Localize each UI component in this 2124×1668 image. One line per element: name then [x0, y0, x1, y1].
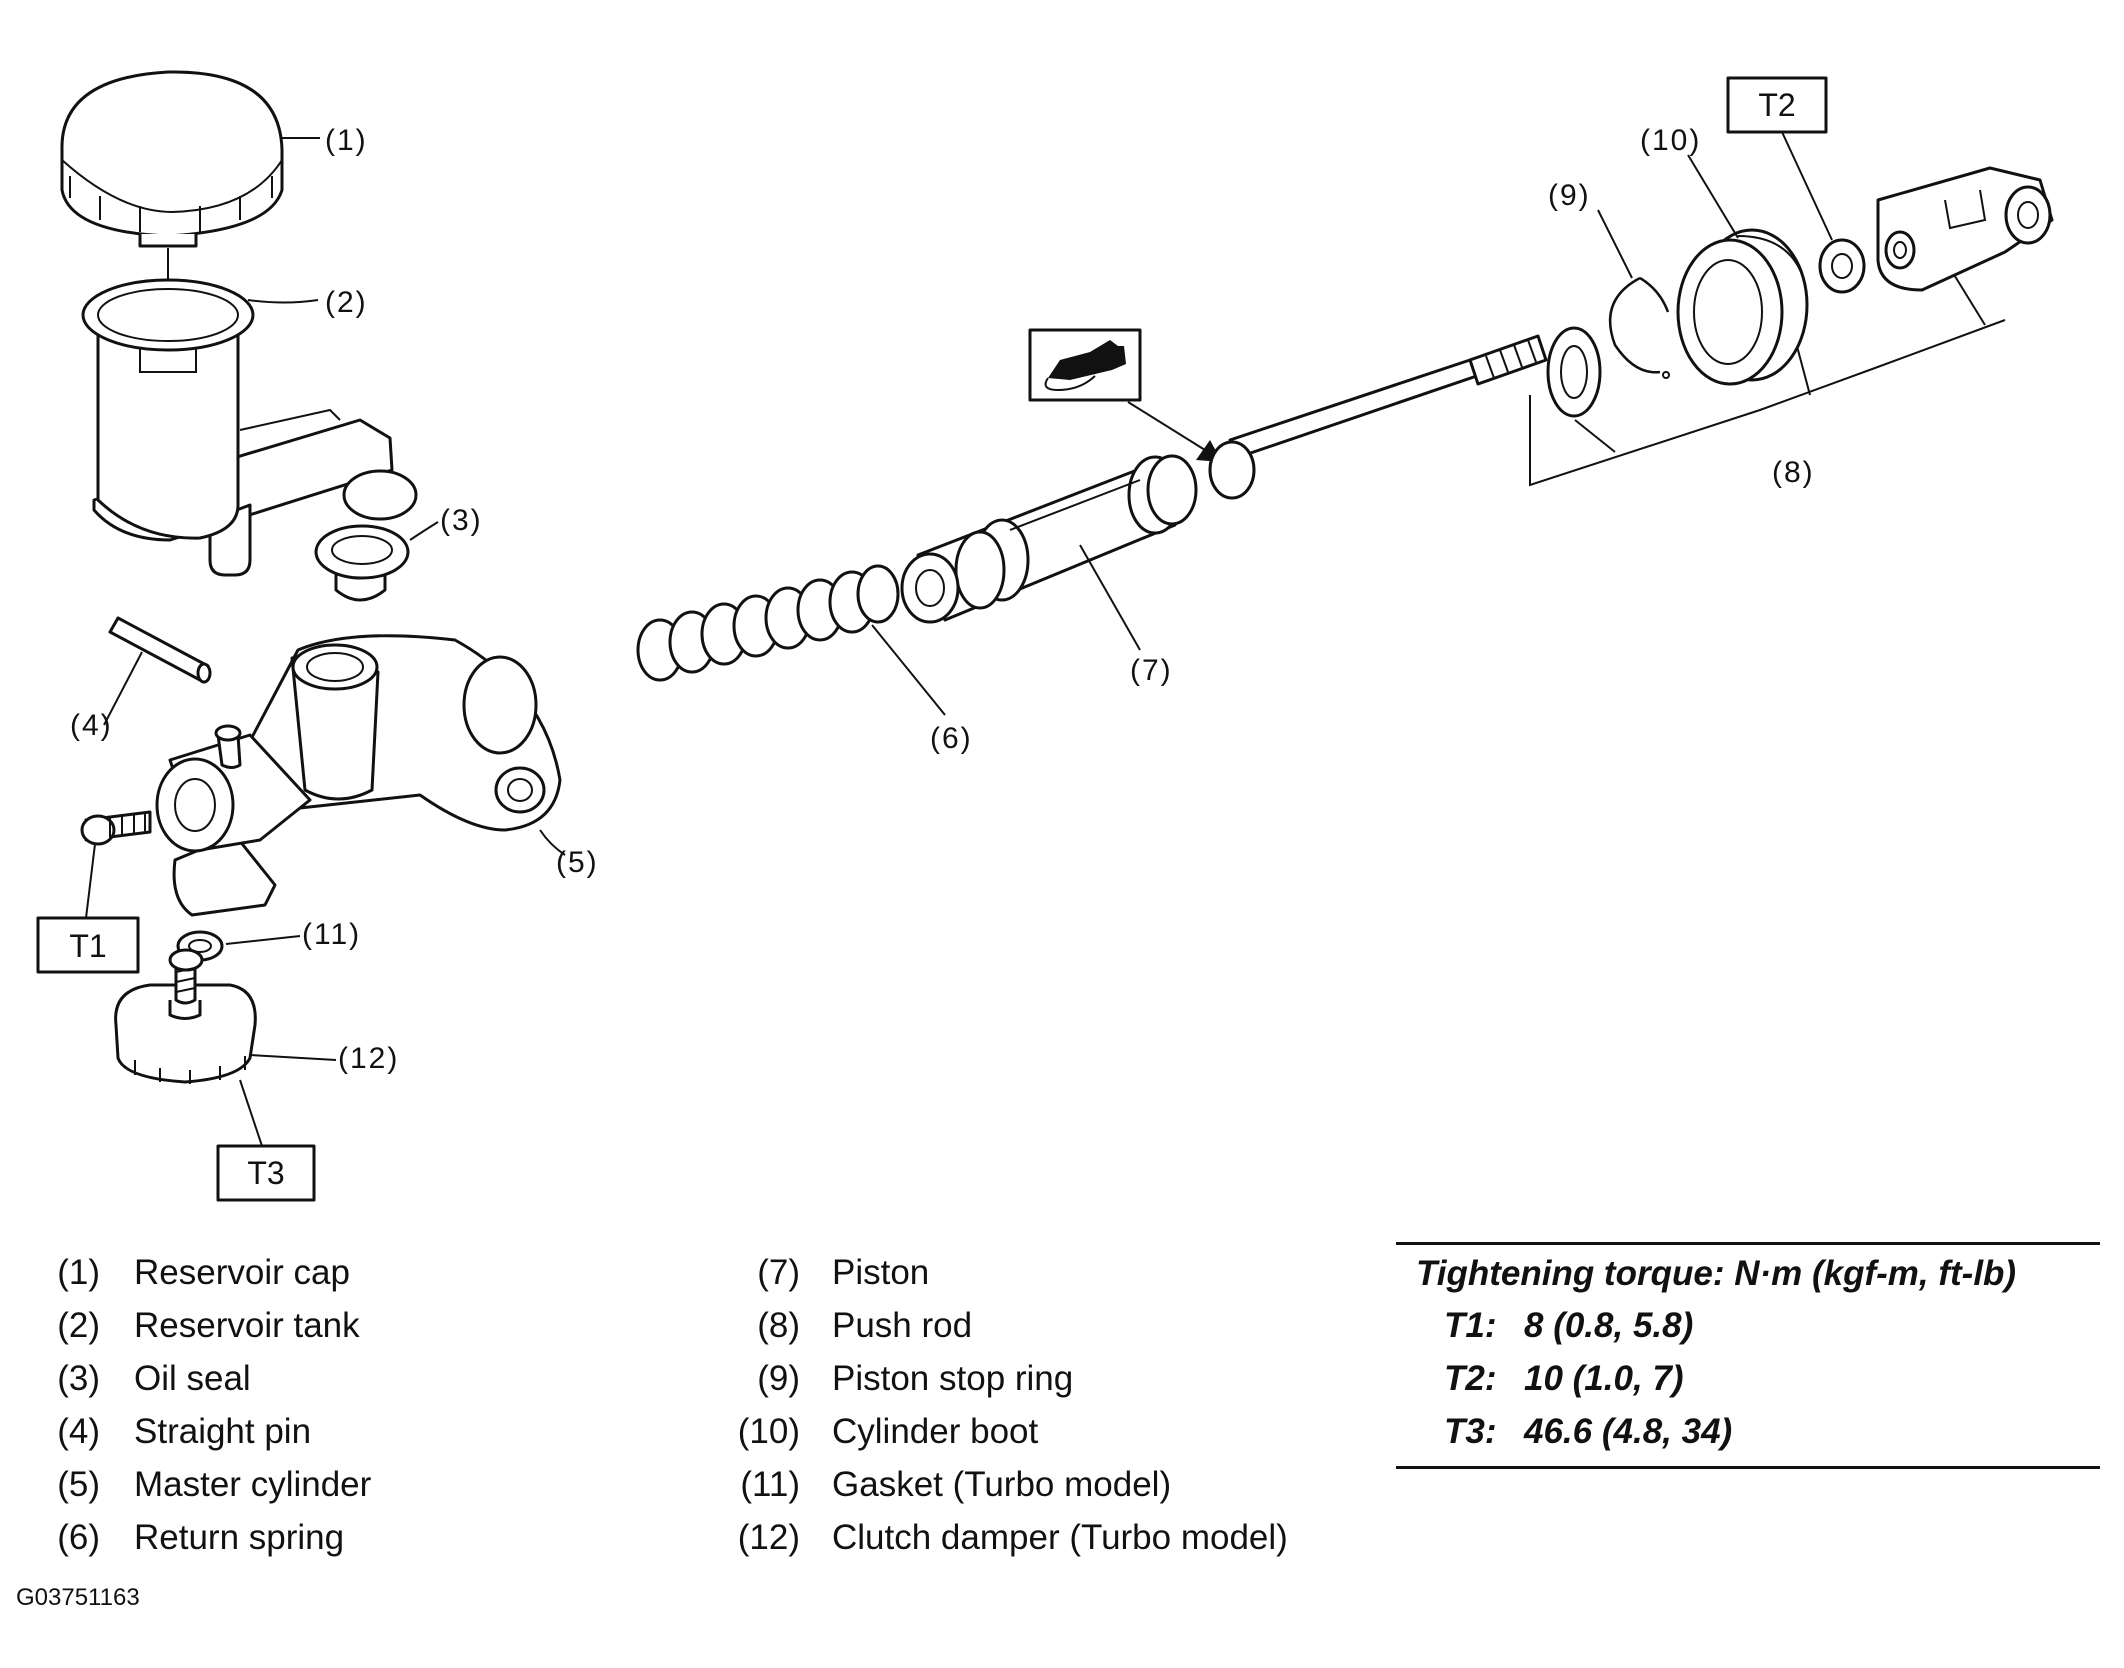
reservoir-cap	[60, 70, 284, 248]
torque-row: T1: 8 (0.8, 5.8)	[1396, 1299, 2100, 1352]
legend-row: (3) Oil seal	[52, 1352, 371, 1405]
cylinder-boot	[1676, 228, 1809, 386]
t1-tag	[36, 916, 140, 974]
legend-number: (1)	[57, 1253, 100, 1292]
torque-row: T3: 46.6 (4.8, 34)	[1396, 1405, 2100, 1458]
callout-7: (7)	[1130, 654, 1173, 687]
legend-row: (12) Clutch damper (Turbo model)	[730, 1511, 1288, 1564]
parts-legend-left: (1) Reservoir cap (2) Reservoir tank (3) Oi…	[52, 1246, 371, 1564]
legend-number: (2)	[57, 1306, 100, 1345]
torque-tag-t2: T2	[1758, 87, 1795, 123]
legend-row: (2) Reservoir tank	[52, 1299, 371, 1352]
callout-11: (11)	[302, 918, 361, 951]
legend-part-name: Piston	[832, 1253, 930, 1292]
callout-4: (4)	[70, 709, 113, 742]
legend-number: (9)	[757, 1359, 800, 1398]
callout-3: (3)	[440, 504, 483, 537]
t3-tag	[216, 1144, 316, 1202]
legend-part-name: Straight pin	[134, 1412, 312, 1451]
callout-9: (9)	[1548, 179, 1591, 212]
legend-number: (5)	[57, 1465, 100, 1504]
grease-gun-icon	[1028, 328, 1142, 402]
lock-nut	[1818, 238, 1866, 294]
torque-value: 10 (1.0, 7)	[1524, 1359, 1684, 1398]
legend-part-name: Oil seal	[134, 1359, 251, 1398]
reservoir-tank	[81, 278, 418, 577]
master-cylinder	[155, 634, 562, 917]
legend-row: (11) Gasket (Turbo model)	[730, 1458, 1288, 1511]
callout-8: (8)	[1772, 456, 1815, 489]
parts-legend-right: (7) Piston (8) Push rod (9) Piston stop rin…	[730, 1246, 1288, 1564]
legend-row: (10) Cylinder boot	[730, 1405, 1288, 1458]
torque-value: 8 (0.8, 5.8)	[1524, 1306, 1694, 1345]
callout-1: (1)	[325, 124, 368, 157]
legend-row: (9) Piston stop ring	[730, 1352, 1288, 1405]
torque-key: T2:	[1444, 1359, 1497, 1398]
callout-6: (6)	[930, 722, 973, 755]
t2-tag	[1726, 76, 1828, 134]
legend-number: (8)	[757, 1306, 800, 1345]
clutch-damper	[114, 948, 257, 1084]
legend-part-name: Clutch damper (Turbo model)	[832, 1518, 1288, 1557]
legend-number: (3)	[57, 1359, 100, 1398]
legend-part-name: Gasket (Turbo model)	[832, 1465, 1172, 1504]
torque-table: Tightening torque: N·m (kgf-m, ft-lb) T1…	[1396, 1242, 2100, 1469]
push-rod	[1208, 326, 1602, 500]
legend-row: (5) Master cylinder	[52, 1458, 371, 1511]
torque-table-title: Tightening torque: N·m (kgf-m, ft-lb)	[1416, 1254, 2017, 1293]
legend-number: (7)	[757, 1253, 800, 1292]
legend-row: (7) Piston	[730, 1246, 1288, 1299]
torque-row: T2: 10 (1.0, 7)	[1396, 1352, 2100, 1405]
legend-part-name: Reservoir cap	[134, 1253, 350, 1292]
legend-part-name: Return spring	[134, 1518, 345, 1557]
legend-number: (12)	[737, 1518, 800, 1557]
clevis	[1876, 166, 2054, 292]
legend-part-name: Reservoir tank	[134, 1306, 360, 1345]
legend-number: (11)	[740, 1465, 800, 1504]
legend-part-name: Master cylinder	[134, 1465, 372, 1504]
return-spring	[636, 564, 900, 682]
straight-pin	[108, 616, 212, 684]
callout-2: (2)	[325, 286, 368, 319]
bolt	[80, 810, 152, 846]
torque-tag-t1: T1	[69, 928, 106, 964]
legend-row: (4) Straight pin	[52, 1405, 371, 1458]
legend-number: (4)	[57, 1412, 100, 1451]
torque-key: T1:	[1444, 1306, 1497, 1345]
torque-value: 46.6 (4.8, 34)	[1524, 1412, 1733, 1451]
legend-row: (8) Push rod	[730, 1299, 1288, 1352]
legend-row: (6) Return spring	[52, 1511, 371, 1564]
legend-part-name: Push rod	[832, 1306, 973, 1345]
callout-12: (12)	[338, 1042, 399, 1075]
piston-stop-ring	[1608, 276, 1670, 379]
piston	[900, 454, 1198, 624]
oil-seal	[314, 524, 410, 602]
callout-5: (5)	[556, 846, 599, 879]
figure-code: G03751163	[16, 1584, 140, 1611]
legend-row: (1) Reservoir cap	[52, 1246, 371, 1299]
legend-number: (6)	[57, 1518, 100, 1557]
callout-10: (10)	[1640, 124, 1701, 157]
torque-tag-t3: T3	[247, 1155, 284, 1191]
torque-key: T3:	[1444, 1412, 1497, 1451]
legend-part-name: Piston stop ring	[832, 1359, 1074, 1398]
legend-part-name: Cylinder boot	[832, 1412, 1039, 1451]
legend-number: (10)	[737, 1412, 800, 1451]
